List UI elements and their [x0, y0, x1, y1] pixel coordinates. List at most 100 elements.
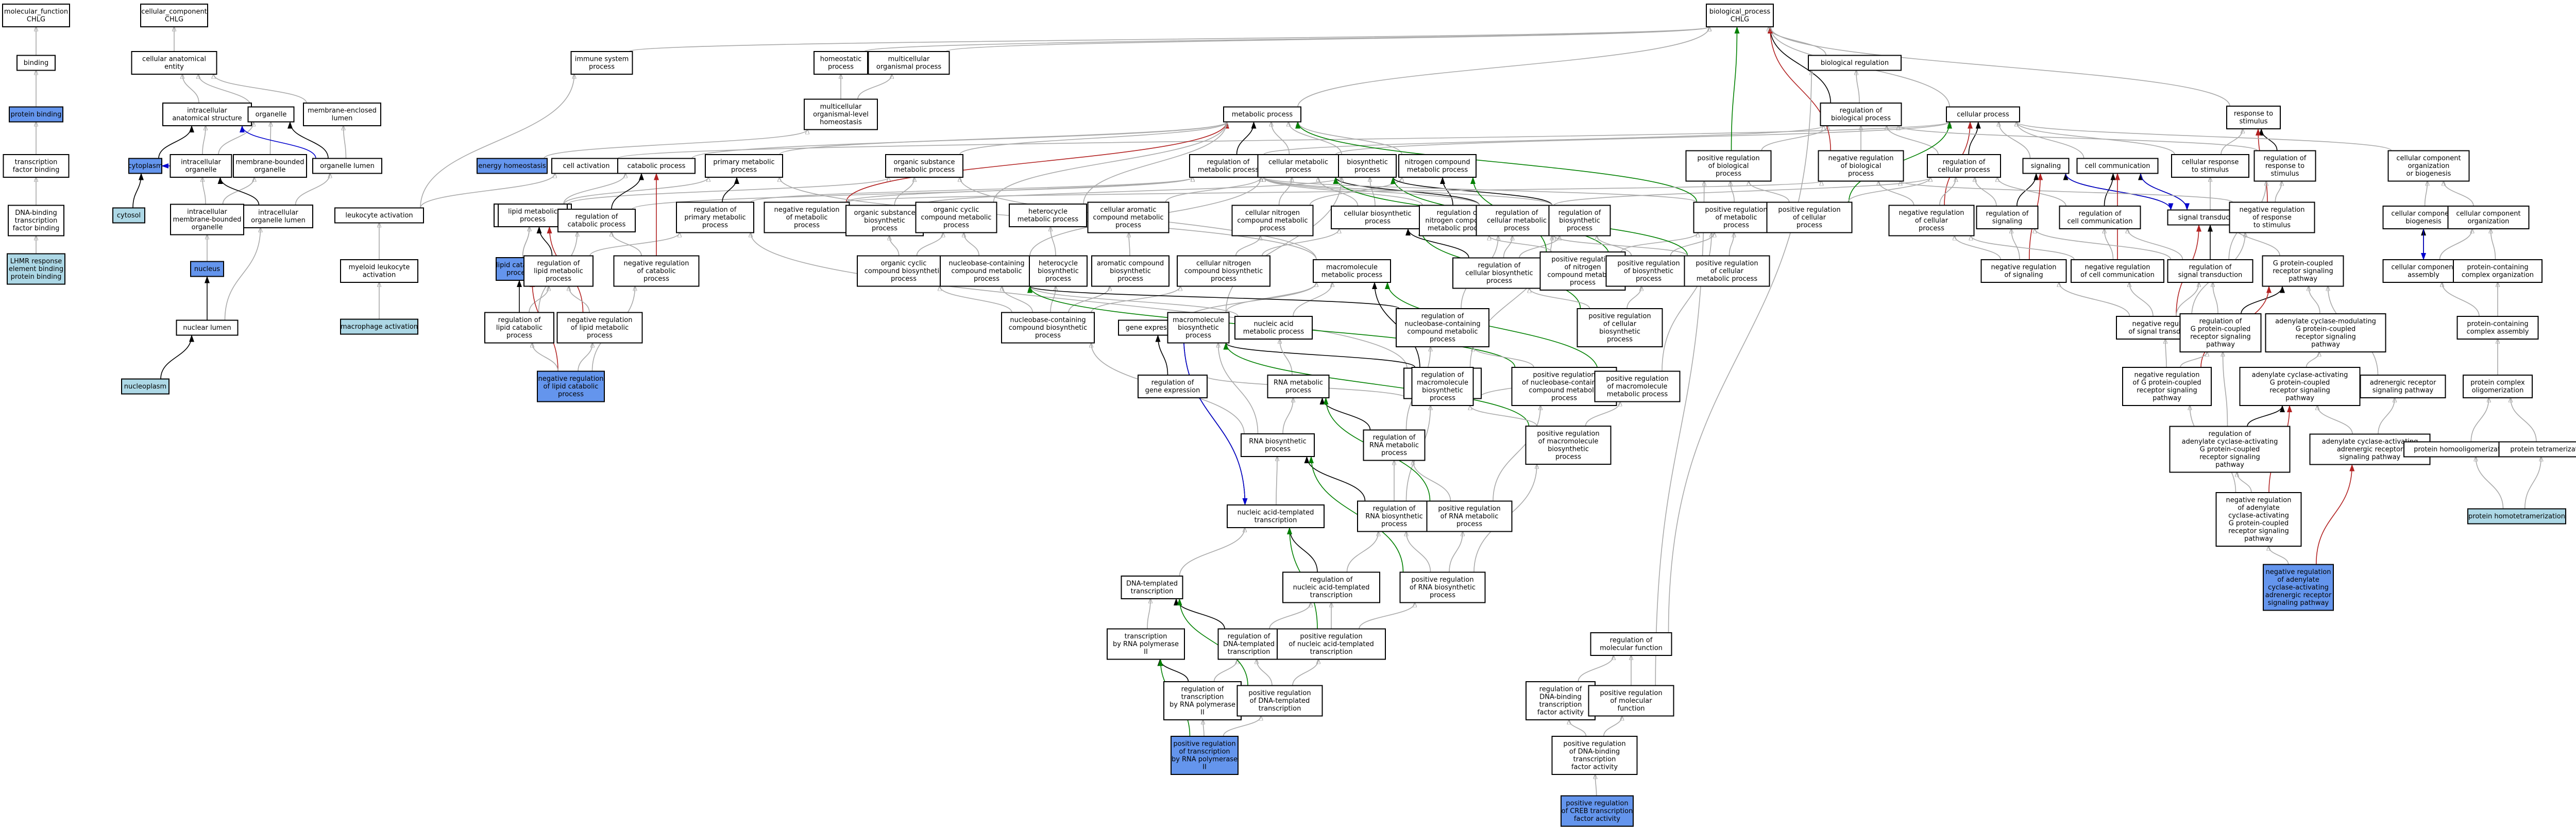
edge-is-a: [1050, 227, 1056, 256]
go-term-box: [303, 103, 381, 126]
go-term-label-line: positive regulation: [1606, 375, 1668, 383]
go-term-box: [1946, 106, 2020, 123]
go-term-label-line: receptor signaling: [2273, 267, 2333, 275]
go-term-label-line: receptor signaling: [2199, 453, 2260, 461]
go-term-label-line: transcription: [1228, 648, 1270, 656]
go-term-box: [1980, 259, 2067, 283]
edge-regulates: [1223, 342, 1416, 368]
go-term-label-line: process: [702, 222, 728, 229]
edge-is-a: [1289, 122, 1342, 155]
edge-negatively-regulates: [845, 121, 1229, 202]
go-term-node-leuk-act: leukocyte activation: [334, 207, 424, 224]
go-term-label-line: negative regulation: [538, 375, 603, 383]
go-term-label-line: cyclase-activating: [2268, 584, 2329, 592]
go-term-label-line: protein-containing: [2467, 264, 2528, 272]
go-term-label: cytoplasm: [128, 162, 162, 170]
go-term-node-catabolic: catabolic process: [617, 158, 696, 174]
go-term-label-line: macromolecule: [1417, 379, 1468, 387]
go-term-label-line: negative regulation: [623, 260, 689, 267]
go-term-label-line: RNA biosynthetic: [1249, 438, 1307, 446]
edge-is-a: [1728, 233, 1734, 256]
go-term-label-line: by RNA polymerase: [1170, 701, 1235, 709]
go-term-label-line: element binding: [9, 265, 63, 273]
edge-is-a: [1203, 720, 1204, 737]
edge-positively-regulates: [1223, 342, 1530, 427]
go-term-label-line: regulation of: [2199, 318, 2242, 326]
edge-is-a: [1503, 236, 1513, 258]
go-term-label-line: metabolic process: [1607, 391, 1668, 398]
edge-is-a: [2442, 282, 2480, 317]
go-term-label-line: protein complex: [2470, 379, 2525, 387]
go-term-label-line: primary metabolic: [713, 159, 774, 166]
go-term-box: [1282, 571, 1380, 603]
go-term-label-line: of DNA-binding: [1569, 748, 1620, 756]
go-term-box: [121, 378, 170, 395]
go-term-label-line: of RNA biosynthetic: [1410, 584, 1476, 592]
go-term-label-line: protein-containing: [2467, 320, 2528, 328]
edge-is-a: [1359, 603, 1415, 629]
go-term-label-line: of transcription: [1179, 748, 1230, 756]
go-term-box: [2059, 206, 2141, 229]
edge-regulates: [1174, 598, 1225, 629]
go-term-label-line: gene expression: [1126, 324, 1181, 332]
go-term-node-macro-act: macrophage activation: [340, 318, 418, 335]
edge-is-a: [2128, 229, 2183, 260]
edge-is-a: [1530, 289, 1590, 309]
go-term-label: leukocyte activation: [345, 212, 413, 220]
go-term-label: nucleoplasm: [124, 383, 166, 391]
go-term-label-line: positive regulation: [1697, 155, 1759, 162]
go-term-label-line: of cellular: [1793, 214, 1826, 222]
go-term-box: [2226, 106, 2281, 129]
edge-regulates: [1287, 527, 1318, 572]
go-term-box: [176, 319, 239, 336]
go-term-box: [484, 312, 554, 344]
go-term-label-line: cellular component: [2396, 155, 2461, 162]
go-term-label-line: compound metabolic: [921, 214, 991, 222]
go-term-label-line: of lipid catabolic: [544, 383, 599, 391]
go-term-label-line: protein binding: [11, 273, 62, 281]
edge-is-a: [2016, 122, 2392, 151]
go-term-box: [1561, 795, 1634, 827]
edge-is-a: [1165, 177, 1261, 202]
go-term-box: [2453, 259, 2543, 283]
go-term-box: [1138, 375, 1208, 398]
go-term-label-line: cellular biosynthetic: [1465, 269, 1533, 277]
edge-is-a: [1493, 406, 1540, 501]
edge-is-a: [2011, 229, 2020, 260]
edge-is-a: [1406, 532, 1431, 572]
go-term-label-line: transcription: [1259, 705, 1301, 713]
go-term-label-line: function: [1617, 705, 1645, 713]
go-term-box: [1685, 150, 1772, 182]
go-term-label-line: organismal-level: [813, 111, 869, 119]
edge-is-a: [198, 74, 252, 107]
go-term-label-line: negative regulation: [2226, 497, 2291, 504]
go-term-label-line: process: [1919, 225, 1944, 232]
go-term-label-line: factor activity: [1537, 709, 1584, 717]
edge-is-a: [2476, 457, 2504, 509]
